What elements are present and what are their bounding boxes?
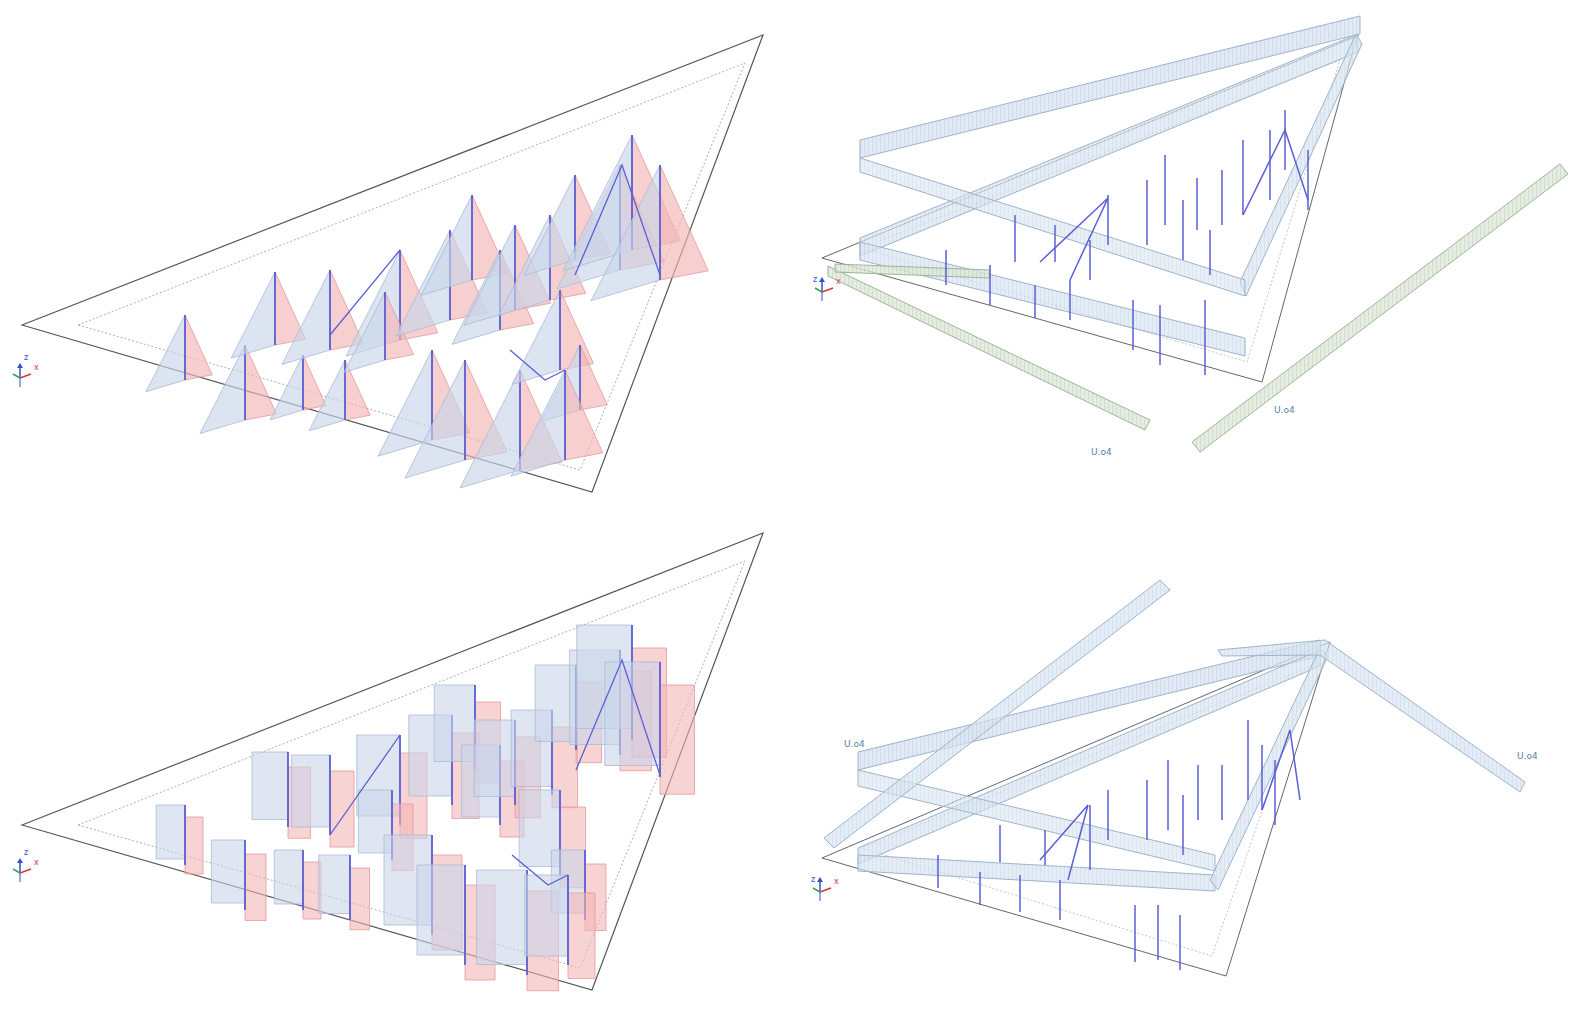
- axis-letter: x: [33, 362, 40, 373]
- panel-triangle-loads: [13, 35, 763, 492]
- axis-letter: z: [810, 874, 816, 885]
- axis-letter: x: [33, 857, 40, 868]
- axis-letter: z: [812, 274, 818, 285]
- panel-beam-ribbons: [815, 16, 1568, 452]
- axis-letter: x: [833, 876, 840, 887]
- load-case-label: U.o4: [1090, 447, 1113, 458]
- axis-letter: z: [23, 847, 29, 858]
- panel-rectangle-loads: [13, 533, 763, 991]
- load-case-label: U.o4: [843, 739, 866, 750]
- panel-beam-ribbons: [813, 580, 1525, 976]
- load-case-label: U.o4: [1273, 405, 1296, 416]
- axis-letter: x: [835, 276, 842, 287]
- axis-letter: z: [23, 352, 29, 363]
- load-case-label: U.o4: [1516, 751, 1539, 762]
